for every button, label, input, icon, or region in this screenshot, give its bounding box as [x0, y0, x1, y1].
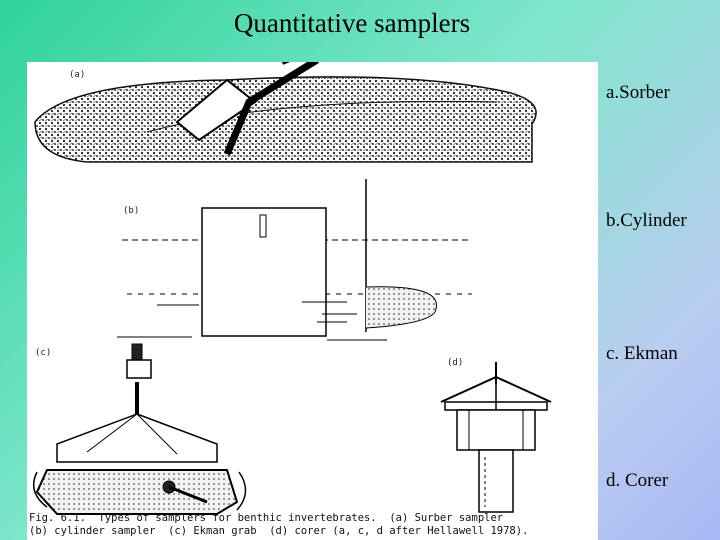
label-cylinder: b.Cylinder	[606, 210, 687, 231]
slide-title: Quantitative samplers	[233, 8, 471, 38]
sampler-illustration	[32, 62, 552, 515]
panel-letter-d: (d)	[447, 358, 464, 368]
label-corer: d. Corer	[606, 470, 669, 491]
sampler-figure: (a) (b) (c) (d) Fig. 6.1. Types of sampl…	[27, 62, 598, 540]
surber-sampler-drawing	[34, 62, 537, 163]
panel-letter-a: (a)	[69, 70, 86, 80]
ekman-grab-drawing	[32, 343, 247, 515]
caption-line-2: (b) cylinder sampler (c) Ekman grab (d) …	[29, 525, 529, 537]
label-sorber: a.Sorber	[606, 82, 670, 103]
sampler-labels: a.Sorber b.Cylinder c. Ekman d. Corer	[606, 0, 720, 540]
panel-letter-b: (b)	[123, 206, 140, 216]
panel-letter-c: (c)	[35, 348, 52, 358]
cylinder-sampler-drawing	[117, 179, 472, 341]
caption-line-1: Fig. 6.1. Types of samplers for benthic …	[29, 512, 504, 524]
label-ekman: c. Ekman	[606, 343, 678, 364]
figure-caption: Fig. 6.1. Types of samplers for benthic …	[29, 512, 594, 538]
corer-drawing	[440, 362, 552, 513]
